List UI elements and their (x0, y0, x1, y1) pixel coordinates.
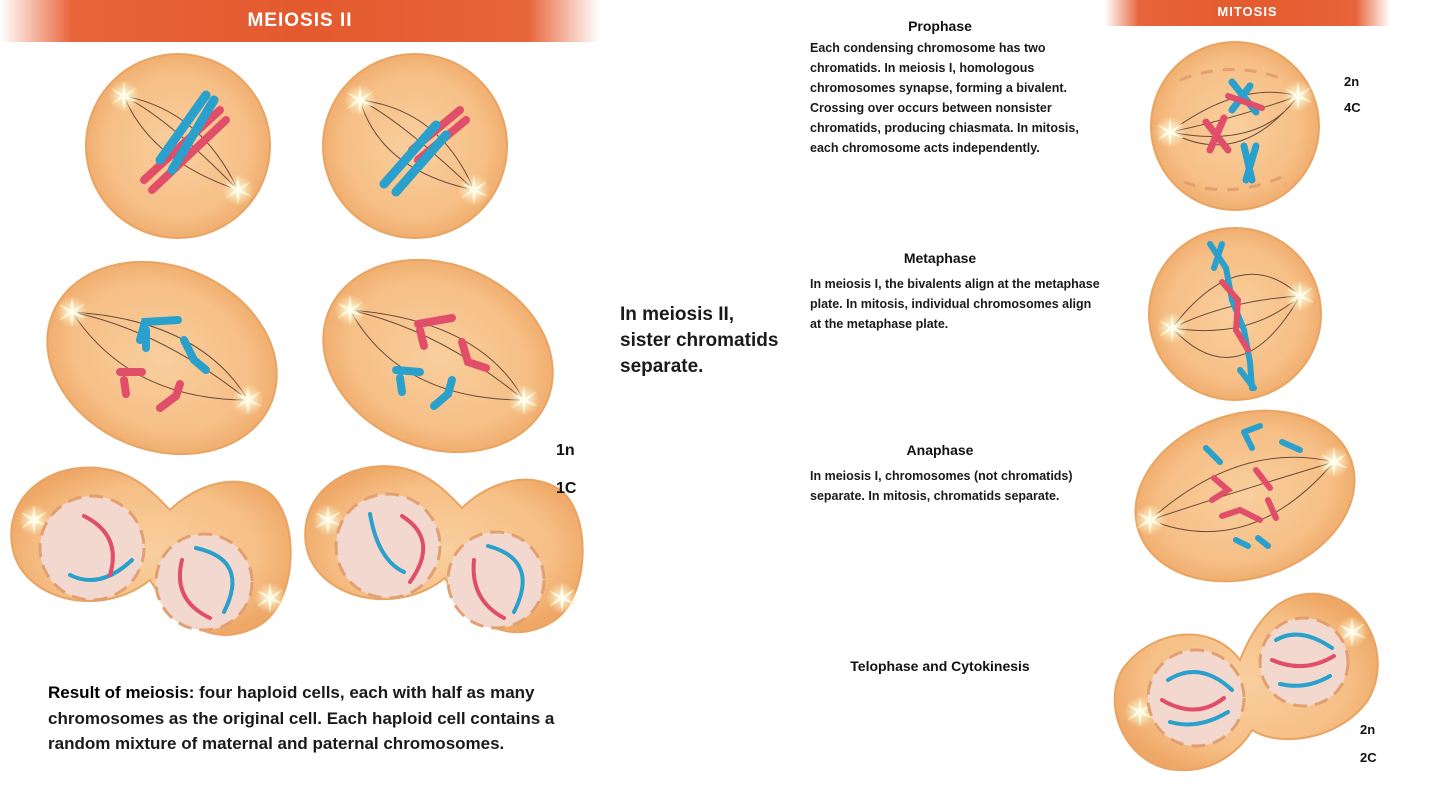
phase-body-prophase: Each condensing chromosome has two chrom… (810, 41, 1079, 155)
phase-title-metaphase: Metaphase (903, 250, 977, 266)
phase-body-anaphase: In meiosis I, chromosomes (not chromatid… (810, 469, 1073, 503)
mitosis-ploidy-top-n: 2n (1344, 74, 1360, 89)
meiosis-ii-banner: MEIOSIS II (0, 0, 600, 42)
mitosis-metaphase-cell (1148, 227, 1322, 401)
phase-body-metaphase: In meiosis I, the bivalents align at the… (810, 277, 1100, 331)
meiosis-ploidy-c: 1C (556, 480, 577, 497)
meiosis-ii-note: In meiosis II, sister chromatids separat… (620, 304, 779, 377)
mitosis-prophase-cell (1150, 41, 1320, 211)
meiosis-ii-anaphase-cell-left (46, 260, 278, 456)
meiosis-ii-metaphase-cell-right (322, 53, 508, 239)
mitosis-telophase-cells (1113, 592, 1379, 772)
meiosis-ii-telophase-cells-left (10, 466, 292, 636)
meiosis-ii-telophase-cells-right (304, 465, 584, 634)
result-text: four haploid cells, each with half as ma… (48, 683, 555, 753)
mitosis-anaphase-cell (1133, 409, 1356, 583)
mitosis-ploidy-top-c: 4C (1344, 100, 1361, 115)
meiosis-ii-metaphase-cell-left (85, 53, 271, 239)
phase-title-telophase: Telophase and Cytokinesis (850, 658, 1030, 674)
mitosis-banner: MITOSIS (1105, 0, 1390, 26)
result-of-meiosis: Result of meiosis: four haploid cells, e… (48, 680, 608, 757)
mitosis-ploidy-bottom-c: 2C (1360, 750, 1377, 765)
result-lead: Result of meiosis: (48, 683, 195, 702)
phase-title-anaphase: Anaphase (906, 442, 974, 458)
meiosis-ii-anaphase-cell-right (322, 258, 554, 454)
meiosis-ploidy-n: 1n (556, 442, 575, 459)
mitosis-ploidy-bottom-n: 2n (1360, 722, 1376, 737)
phase-title-prophase: Prophase (908, 18, 972, 34)
